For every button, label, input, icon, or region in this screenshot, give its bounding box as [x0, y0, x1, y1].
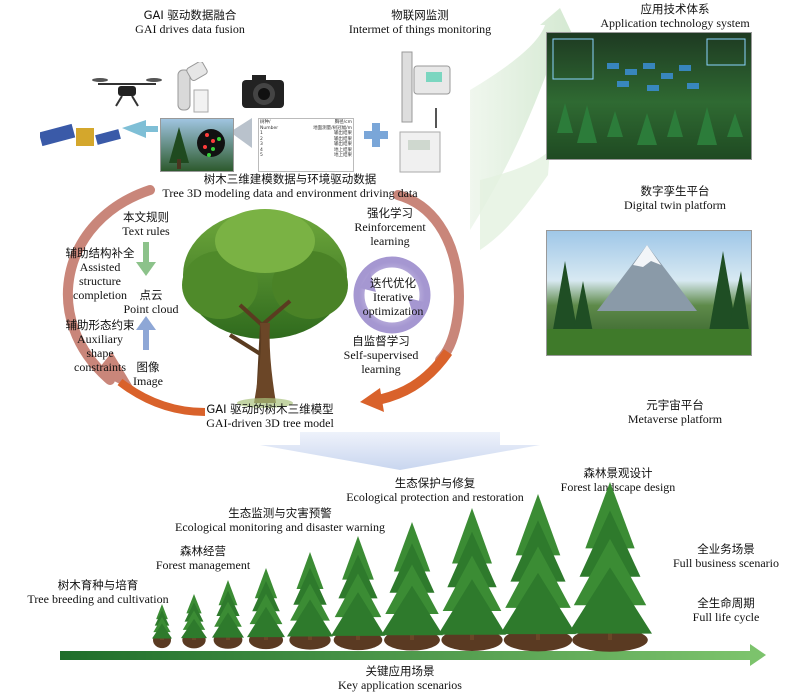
- table-cell: 1: [260, 131, 263, 136]
- point-cloud-label: 点云 Point cloud: [123, 288, 179, 316]
- drone-icon: [92, 78, 162, 107]
- tree-stage: [212, 580, 244, 649]
- table-cell: 4: [260, 147, 263, 153]
- table-cell: 地上结果: [334, 147, 352, 153]
- digital-twin-label: 数字孪生平台 Digital twin platform: [624, 184, 726, 212]
- self-supervised-label: 自监督学习 Self-supervised learning: [343, 334, 419, 376]
- table-cell: 地上结果: [334, 153, 352, 158]
- full-business-label: 全业务场景 Full business scenario: [673, 542, 779, 570]
- table-cell: 3: [260, 142, 263, 147]
- assisted-structure-label: 辅助结构补全 Assisted structure completion: [65, 246, 135, 302]
- ecological-protection-label: 生态保护与修复 Ecological protection and restor…: [346, 476, 524, 504]
- tree-stage: [247, 568, 285, 650]
- satellite-icon: [40, 123, 121, 147]
- table-cell: 地面测量/树冠幅/m: [313, 125, 352, 131]
- table-cell: 输出结果: [334, 136, 352, 142]
- key-scenarios-label: 关键应用场景 Key application scenarios: [338, 664, 462, 692]
- table-cell: 输出结果: [334, 131, 352, 136]
- monitoring-label: 生态监测与灾害预警 Ecological monitoring and disa…: [175, 506, 385, 534]
- reinforcement-label: 强化学习 Reinforcement learning: [354, 206, 426, 248]
- tree-3d-model-icon: [182, 209, 348, 408]
- table-cell: 输出结果: [334, 142, 352, 147]
- breeding-label: 树木育种与培育 Tree breeding and cultivation: [27, 578, 169, 606]
- table-header: 树种/: [260, 120, 271, 125]
- metaverse-label: 元宇宙平台 Metaverse platform: [627, 398, 723, 426]
- handheld-scanner-icon: [177, 62, 209, 113]
- growing-trees: [152, 482, 652, 652]
- gai-fusion-label: GAI 驱动数据融合 GAI drives data fusion: [135, 8, 245, 36]
- table-cell: Number: [260, 125, 279, 131]
- app-system-label: 应用技术体系 Application technology system: [600, 2, 750, 30]
- tree-data-label: 树木三维建模数据与环境驱动数据 Tree 3D modeling data an…: [162, 172, 418, 200]
- tree-photo: [160, 118, 234, 172]
- left-arc-arrow: [62, 185, 155, 385]
- key-scenarios-bar: [60, 651, 750, 660]
- data-table: 树种/胸径/cm Number 地面测量/树冠幅/m 1 输出结果 2 输出结果 3 输…: [258, 118, 354, 172]
- tree-stage: [438, 508, 506, 651]
- down-arrow: [260, 432, 540, 470]
- table-header: 胸径/cm: [334, 120, 352, 125]
- full-life-label: 全生命周期 Full life cycle: [692, 596, 760, 624]
- tree-stage: [381, 522, 443, 651]
- camera-icon: [242, 75, 284, 108]
- tree-stage: [331, 536, 385, 651]
- landscape-label: 森林景观设计 Forest landscape design: [560, 466, 676, 494]
- iot-sensor-icon: [399, 51, 451, 173]
- model-label: GAI 驱动的树木三维模型 GAI-driven 3D tree model: [206, 402, 334, 430]
- tree-stage: [287, 552, 333, 650]
- tree-stage: [568, 482, 652, 652]
- table-cell: 2: [260, 136, 263, 142]
- image-label: 图像 Image: [133, 360, 163, 388]
- tree-stage: [152, 604, 172, 649]
- iterative-label: 迭代优化 Iterative optimization: [362, 276, 424, 318]
- tree-stage: [500, 494, 576, 652]
- iot-label: 物联网监测 Intermet of things monitoring: [348, 8, 492, 36]
- text-rules-label: 本文规则 Text rules: [122, 210, 170, 238]
- management-label: 森林经营 Forest management: [155, 544, 251, 572]
- table-cell: 5: [260, 153, 263, 158]
- iterative-cycle: [353, 256, 431, 334]
- right-arc-arrow: [393, 190, 464, 365]
- tree-stage: [181, 594, 207, 649]
- metaverse-image: [546, 230, 752, 356]
- auxiliary-shape-label: 辅助形态约束 Auxiliary shape constraints: [65, 318, 135, 374]
- digital-twin-image: [546, 32, 752, 160]
